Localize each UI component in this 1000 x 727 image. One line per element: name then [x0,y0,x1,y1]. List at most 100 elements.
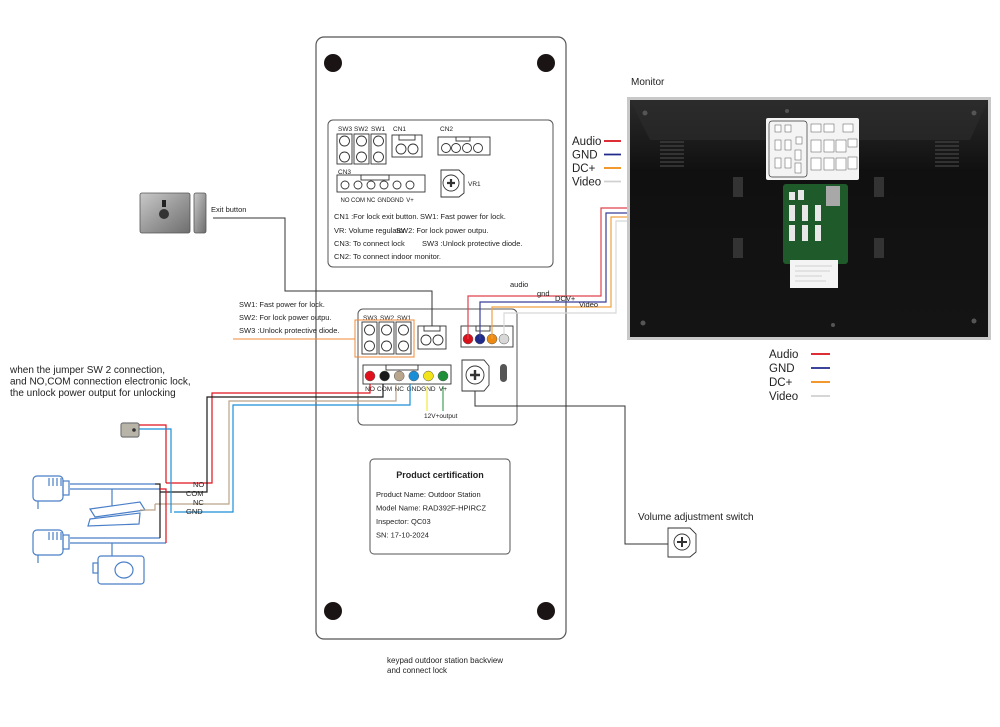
screw-hole [537,54,555,72]
lock-pin [437,370,449,382]
lock-wire-label: COM [186,489,204,498]
legend-line: VR: Volume regulator [334,226,406,235]
switch-notes: SW1: Fast power for lock. SW2: For lock p… [239,300,339,335]
mounting-hooks [733,177,884,258]
legend-line: CN2: To connect indoor monitor. [334,252,441,261]
label-sw3: SW3 [338,126,352,133]
caption-line: and connect lock [387,666,448,675]
wire-label-gnd: gnd [537,289,550,298]
connector-legend: CN1 :For lock exit button.SW1: Fast powe… [334,212,522,261]
volume-adjustment-switch: Volume adjustment switch [638,512,754,558]
lock-pin [393,370,405,382]
wire-label-dc: DCV+ [555,294,576,303]
monitor-certification-sticker [790,260,838,288]
speaker-grille-left [660,141,684,167]
legend-label: Audio [572,136,601,148]
switch-note: SW2: For lock power outpu. [239,313,332,322]
cn3-pin-label: V+ [406,198,414,204]
legend-label: GND [769,363,795,375]
wire-label-audio: audio [510,280,528,289]
cn2-connector [437,136,491,156]
lock-pin-label: COM [377,386,392,393]
power-adapter-1 [32,475,160,509]
certification-title: Product certification [396,470,484,480]
monitor-title: Monitor [631,77,665,88]
volume-switch-label: Volume adjustment switch [638,512,754,523]
label-sw2: SW2 [354,126,368,133]
label-vr1: VR1 [468,181,481,188]
electric-lock-small [120,422,140,438]
magnetic-lock [87,489,146,527]
cn1-connector [391,134,423,158]
electric-strike-lock [92,543,145,585]
switch-note: SW1: Fast power for lock. [239,300,325,309]
speaker-grille-right [935,141,959,167]
cn3-pin-label: COM [351,198,365,204]
jumper-note-line: when the jumper SW 2 connection, [9,365,165,376]
board-label-sw3: SW3 [363,315,377,322]
jumper-note-line: the unlock power output for unlocking [10,388,176,399]
vr1-potentiometer: VR1 [440,169,481,198]
cn3-pin-label: GND [390,198,404,204]
legend-label: Audio [769,349,798,361]
legend-line: SW3 :Unlock protective diode. [422,239,522,248]
exit-button-side [193,192,207,234]
lock-wire-label: NC [193,498,204,507]
legend-line: SW2: For lock power outpu. [396,226,489,235]
connector-reference-panel: SW3 SW2 SW1 CN1 CN2 CN3 [327,119,554,268]
lock-wires [155,384,411,513]
screw-hole [324,54,342,72]
exit-button-device: Exit button [139,192,246,234]
certification-line: SN: 17-10-2024 [376,531,429,540]
label-cn2: CN2 [440,126,453,133]
board-label-sw2: SW2 [380,315,394,322]
screw-hole [324,602,342,620]
legend-line: CN3: To connect lock [334,239,405,248]
lock-devices [32,422,172,585]
lock-pin-label: NC [395,386,405,393]
board-label-sw1: SW1 [397,315,411,322]
lock-pin [379,370,390,382]
lock-pin-label: GND [407,386,422,393]
lock-wire-label: NO [193,480,204,489]
certification-line: Inspector: QC03 [376,517,431,526]
cn3-pin-label: NO [341,198,350,204]
legend-label: Video [769,391,798,403]
legend-label: DC+ [572,163,596,175]
wire-label-video: Video [579,300,598,309]
output-label: 12V+output [424,413,458,420]
lock-pin-label: GND [421,386,436,393]
certification-line: Model Name: RAD392F-HPIRCZ [376,504,486,513]
cn3-pin-label: GND [377,198,391,204]
legend-label: Video [572,177,601,189]
lock-pin [423,370,434,382]
lock-pin [364,370,376,382]
legend-line: CN1 :For lock exit button. [334,212,419,221]
jumper-note-line: and NO,COM connection electronic lock, [10,377,191,388]
screw-hole [537,602,555,620]
lock-wire-label: GND [186,507,203,516]
cn3-pin-label: NC [367,198,376,204]
certification-line: Product Name: Outdoor Station [376,490,481,499]
board-cn1 [417,325,447,350]
cn3-connector [336,174,426,193]
legend-line: SW1: Fast power for lock. [420,212,506,221]
switch-note: SW3 :Unlock protective diode. [239,326,339,335]
monitor-screws [640,109,977,327]
sw-jumpers [336,133,387,165]
label-sw1: SW1 [371,126,385,133]
label-cn3: CN3 [338,169,351,176]
board-sw-jumpers [361,321,412,355]
led-indicator [500,364,507,382]
exit-button-label: Exit button [211,205,246,214]
indoor-monitor: Monitor [627,77,991,340]
product-certification: Product certification Product Name: Outd… [369,458,511,555]
